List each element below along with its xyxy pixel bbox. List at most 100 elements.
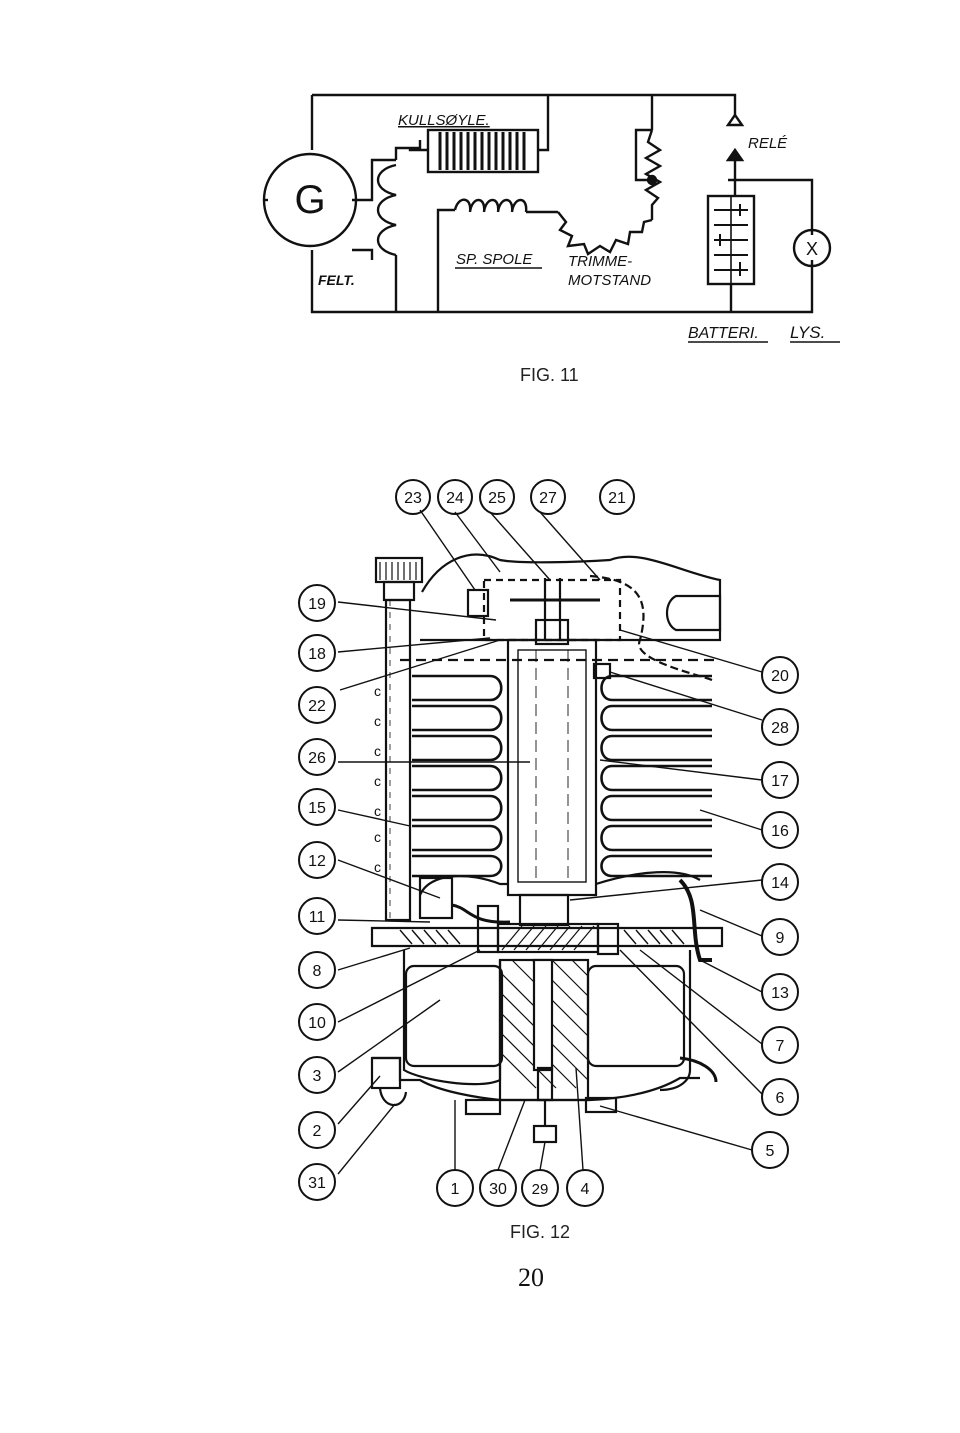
callout-23: 23: [395, 479, 431, 515]
svg-text:18: 18: [308, 646, 326, 663]
svg-text:c: c: [374, 803, 381, 819]
generator-label: G: [294, 178, 325, 222]
callout-16: 16: [761, 811, 799, 849]
svg-text:c: c: [374, 829, 381, 845]
callout-10: 10: [298, 1003, 336, 1041]
centre-tube: [506, 638, 598, 897]
bottom-wire: [310, 250, 814, 314]
coil-right: [586, 964, 686, 1068]
regulator-resistor: [643, 129, 663, 220]
fig11-caption: FIG. 11: [520, 365, 579, 385]
callout-11: 11: [298, 897, 336, 935]
lamp-symbol: [792, 228, 832, 268]
svg-text:19: 19: [308, 596, 326, 613]
voltage-coil-label: SP. SPOLE: [456, 251, 533, 268]
callout-1: 1: [436, 1169, 474, 1207]
callout-19: 19: [298, 584, 336, 622]
callout-15: 15: [298, 788, 336, 826]
svg-text:23: 23: [404, 490, 422, 507]
carbon-pile-plates: [438, 132, 526, 170]
svg-text:8: 8: [313, 963, 322, 980]
upper-plunger-cap: [534, 618, 570, 646]
callout-22: 22: [298, 686, 336, 724]
relay-contact-upper: [725, 112, 745, 127]
field-wire-in: [352, 158, 396, 202]
page-number: 20: [518, 1263, 544, 1292]
svg-text:20: 20: [771, 668, 789, 685]
svg-text:24: 24: [446, 490, 464, 507]
callout-7: 7: [761, 1026, 799, 1064]
svg-text:22: 22: [308, 698, 326, 715]
svg-text:17: 17: [771, 773, 789, 790]
svg-text:c: c: [374, 773, 381, 789]
svg-text:c: c: [374, 683, 381, 699]
callout-20: 20: [761, 656, 799, 694]
svg-text:14: 14: [771, 875, 789, 892]
callout-21: 21: [599, 479, 635, 515]
callout-17: 17: [761, 761, 799, 799]
svg-text:30: 30: [489, 1181, 507, 1198]
svg-text:31: 31: [308, 1175, 326, 1192]
callout-leaders: [337, 509, 763, 1175]
callout-24: 24: [437, 479, 473, 515]
mounting-foot: [378, 1087, 408, 1107]
field-coil: [377, 163, 397, 257]
base-screw: [532, 1124, 558, 1144]
fig12-caption: FIG. 12: [510, 1222, 570, 1242]
trim-resistor: [557, 211, 653, 256]
callout-14: 14: [761, 863, 799, 901]
callout-13: 13: [761, 973, 799, 1011]
circuit-diagram-fig11: [262, 93, 840, 343]
flex-lead-top: [589, 574, 713, 682]
svg-text:3: 3: [313, 1068, 322, 1085]
svg-text:26: 26: [308, 750, 326, 767]
svg-text:1: 1: [451, 1181, 460, 1198]
spring-clip: [592, 662, 612, 680]
svg-text:11: 11: [309, 909, 326, 926]
lamp-supply-wire: [728, 178, 814, 235]
adjust-knob: [374, 556, 424, 584]
svg-text:25: 25: [488, 490, 506, 507]
svg-text:4: 4: [581, 1181, 590, 1198]
left-spring-coils: [412, 674, 503, 878]
callout-9: 9: [761, 918, 799, 956]
top-wire: [312, 93, 737, 115]
lamp-x-mark: X: [806, 239, 818, 259]
callout-4: 4: [566, 1169, 604, 1207]
callout-12: 12: [298, 841, 336, 879]
voltage-coil: [453, 198, 528, 213]
field-label: FELT.: [318, 272, 355, 288]
callout-25: 25: [479, 479, 515, 515]
fig11-labels: G KULLSØYLE. FELT. SP. SPOLE TRIMME- MOT…: [294, 112, 825, 385]
callout-31: 31: [298, 1163, 336, 1201]
svg-text:2: 2: [313, 1123, 322, 1140]
trim-resistor-label-1: TRIMME-: [568, 253, 632, 270]
svg-text:27: 27: [539, 490, 557, 507]
armature-frame: [370, 926, 724, 948]
callout-circles: 23 24 25 27 21 19 18 22 26 15 12 11 8 10…: [298, 479, 799, 1207]
adjust-rod: [384, 598, 412, 922]
battery-label: BATTERI.: [688, 325, 759, 342]
spring-base: [418, 871, 701, 896]
upper-screw: [466, 588, 490, 618]
callout-29: 29: [521, 1169, 559, 1207]
svg-text:c: c: [374, 713, 381, 729]
svg-text:12: 12: [308, 853, 326, 870]
svg-text:29: 29: [532, 1181, 549, 1198]
svg-text:21: 21: [608, 490, 626, 507]
callout-8: 8: [298, 951, 336, 989]
carbon-pile-label: KULLSØYLE.: [398, 112, 490, 129]
upper-cap: [420, 553, 722, 642]
coil-housing-left: [402, 950, 502, 1086]
callout-3: 3: [298, 1056, 336, 1094]
trim-resistor-label-2: MOTSTAND: [568, 272, 651, 289]
svg-text:10: 10: [308, 1015, 326, 1032]
callout-27: 27: [530, 479, 566, 515]
svg-text:7: 7: [776, 1038, 785, 1055]
svg-text:13: 13: [771, 985, 789, 1002]
flex-lead-bottom: [678, 878, 712, 962]
cap-slot: [665, 594, 722, 632]
right-spring-coils: [600, 674, 712, 878]
